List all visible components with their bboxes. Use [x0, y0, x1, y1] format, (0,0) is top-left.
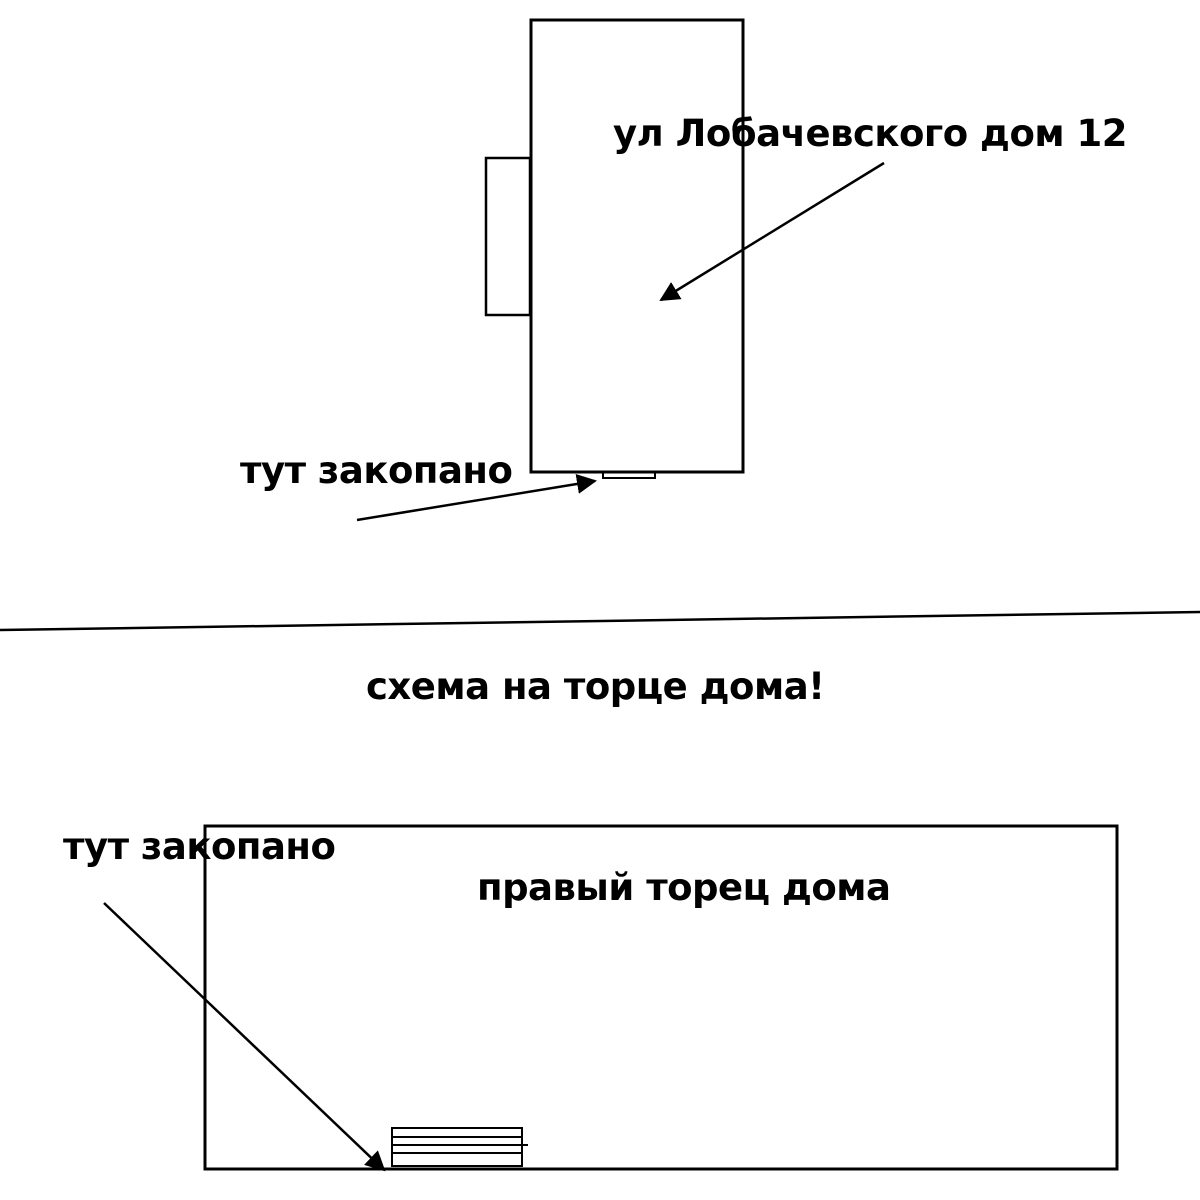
house-outline-plan [529, 18, 745, 474]
section-divider-line [0, 610, 1200, 632]
buried-pointer-arrow-plan [356, 474, 597, 522]
address-pointer-arrow [659, 161, 885, 302]
buried-label-plan: тут закопано [240, 449, 513, 492]
buried-label-side: тут закопано [63, 825, 336, 868]
address-label: ул Лобачевского дом 12 [613, 112, 1127, 155]
buried-pointer-arrow-side [103, 902, 386, 1172]
buried-spot-marker-side [391, 1127, 528, 1167]
house-facade-side [203, 824, 1119, 1171]
scheme-caption: схема на торце дома! [366, 665, 825, 708]
facade-label: правый торец дома [477, 866, 891, 909]
buried-spot-marker-plan [602, 471, 656, 479]
house-annex-plan [484, 156, 532, 317]
